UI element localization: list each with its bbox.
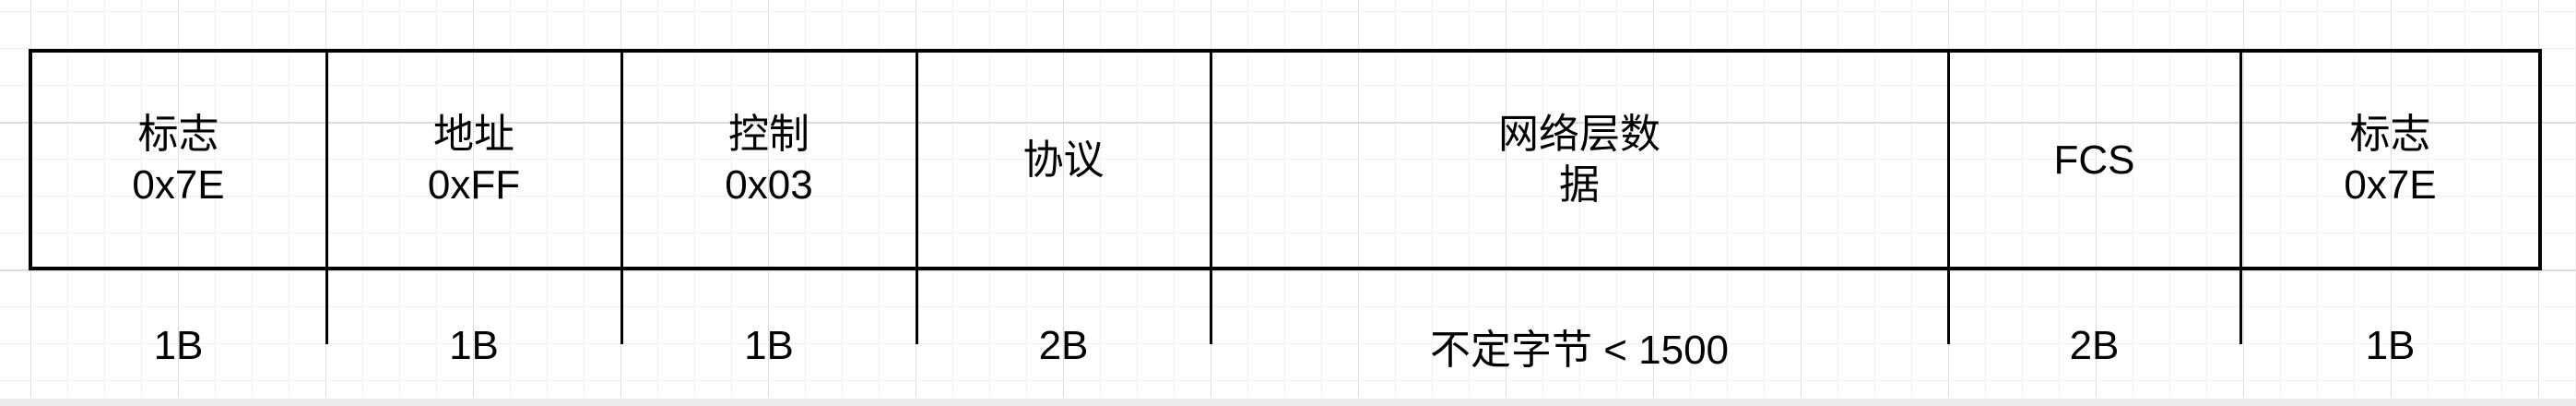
field-protocol: 协议 — [916, 49, 1211, 270]
field-name: 标志 — [2349, 112, 2431, 157]
field-divider — [916, 49, 918, 344]
field-flag-end: 标志 0x7E — [2240, 49, 2540, 270]
field-address: 地址 0xFF — [326, 49, 621, 270]
field-name: 协议 — [1022, 137, 1105, 183]
ppp-frame-box — [29, 49, 2542, 270]
field-network-data: 网络层数据 — [1211, 49, 1948, 270]
field-name: 标志 — [137, 112, 219, 157]
field-divider — [2239, 49, 2242, 344]
field-size: 1B — [2365, 323, 2416, 368]
field-name: FCS — [2053, 137, 2135, 183]
field-name: 控制 — [727, 112, 809, 157]
field-control: 控制 0x03 — [621, 49, 916, 270]
field-fcs: FCS — [1948, 49, 2240, 270]
field-size: 1B — [153, 323, 204, 368]
field-flag-start: 标志 0x7E — [30, 49, 326, 270]
field-value: 0xFF — [427, 162, 521, 208]
field-divider — [325, 49, 328, 344]
field-divider — [1947, 49, 1950, 344]
field-divider — [620, 49, 623, 344]
field-value: 0x03 — [725, 162, 813, 208]
field-divider — [1210, 49, 1212, 344]
field-size: 1B — [449, 323, 499, 368]
field-name: 网络层数据 — [1498, 112, 1660, 208]
canvas-bottom-edge — [0, 399, 2576, 406]
field-value: 0x7E — [132, 162, 225, 208]
field-name: 地址 — [432, 112, 514, 157]
field-size: 1B — [744, 323, 794, 368]
canvas-grid — [0, 0, 2576, 397]
field-size: 不定字节 < 1500 — [1429, 328, 1730, 373]
field-size: 2B — [1038, 323, 1089, 368]
field-value: 0x7E — [2344, 162, 2437, 208]
field-size: 2B — [2069, 323, 2120, 368]
